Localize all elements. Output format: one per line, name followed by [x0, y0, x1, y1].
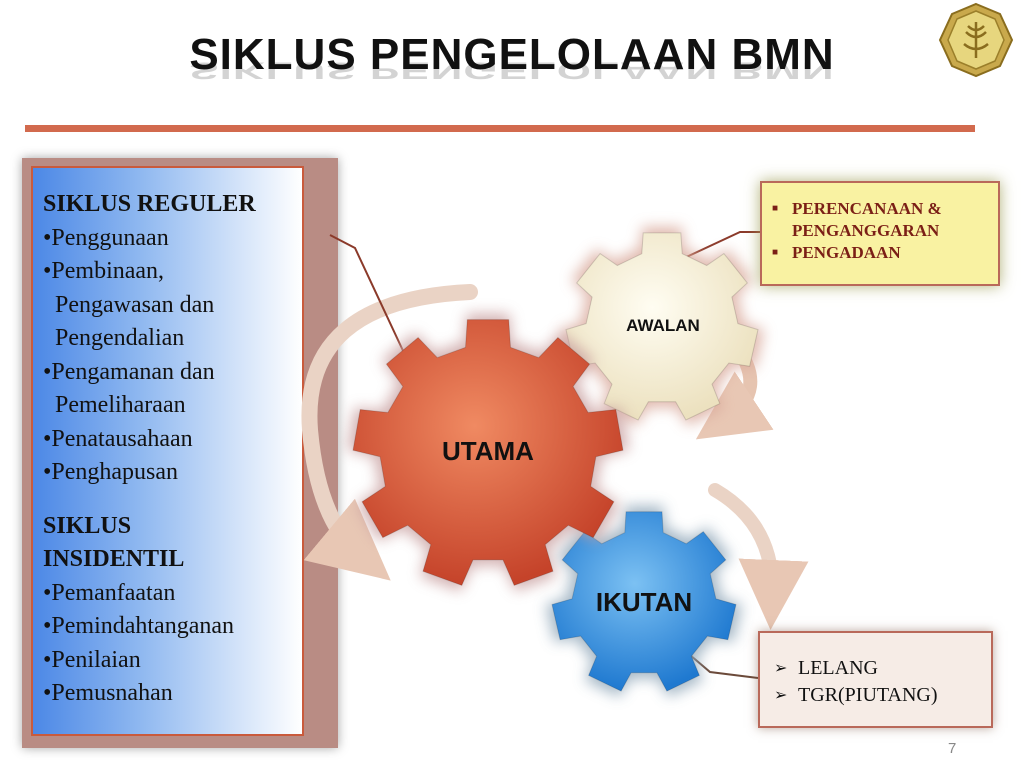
cycle-arrow-ikutan — [708, 483, 809, 630]
emblem-logo — [938, 2, 1014, 78]
gear-label-utama: UTAMA — [442, 436, 534, 466]
list-item: •Penggunaan — [43, 224, 169, 251]
square-bullet-icon: ■ — [772, 247, 779, 258]
title-underline — [25, 125, 975, 132]
list-item: Pengawasan dan — [43, 291, 215, 318]
ikutan-detail-box: ➢LELANG ➢TGR(PIUTANG) — [758, 631, 993, 728]
connector-left — [329, 234, 406, 356]
list-item: ■PERENCANAAN & — [772, 199, 942, 218]
list-item: •Pengamanan dan — [43, 358, 215, 385]
list-item: •Pemanfaatan — [43, 579, 176, 606]
section-heading: SIKLUS — [43, 512, 132, 539]
arrow-bullet-icon: ➢ — [774, 687, 788, 704]
left-panel-text-box: SIKLUS REGULER •Penggunaan •Pembinaan, Pen… — [31, 166, 304, 736]
gear-awalan — [560, 227, 764, 426]
arrow-bullet-icon: ➢ — [774, 660, 788, 677]
section-heading: SIKLUS REGULER — [43, 191, 256, 217]
awalan-detail-box: ■PERENCANAAN & PENGANGGARAN ■PENGADAAN — [760, 181, 1000, 286]
gear-utama — [347, 313, 629, 592]
connector-bottom — [689, 654, 759, 679]
page-number: 7 — [948, 740, 957, 757]
list-item: Pemeliharaan — [43, 392, 186, 418]
list-item: PENGANGGARAN — [792, 221, 940, 240]
gear-label-ikutan: IKUTAN — [595, 587, 693, 617]
list-item: •Penghapusan — [43, 459, 179, 485]
list-item: ➢TGR(PIUTANG) — [774, 682, 981, 709]
list-item: ■PENGADAAN — [772, 243, 901, 262]
gear-label-awalan: AWALAN — [626, 316, 700, 335]
page-title: SIKLUS PENGELOLAAN BMN — [189, 30, 835, 79]
gear-ikutan — [546, 505, 742, 697]
list-item: Pengendalian — [43, 325, 185, 351]
section-heading: INSIDENTIL — [43, 546, 185, 572]
list-item: ➢LELANG — [774, 655, 981, 682]
connector-top — [679, 231, 760, 261]
list-item: •Pembinaan, — [43, 258, 165, 284]
list-item: •Penilaian — [43, 646, 141, 673]
list-item: •Pemindahtanganan — [43, 613, 235, 639]
square-bullet-icon: ■ — [772, 203, 779, 214]
list-item: •Penatausahaan — [43, 425, 193, 452]
cycle-arrow-left — [301, 284, 478, 581]
list-item: •Pemusnahan — [43, 680, 173, 706]
